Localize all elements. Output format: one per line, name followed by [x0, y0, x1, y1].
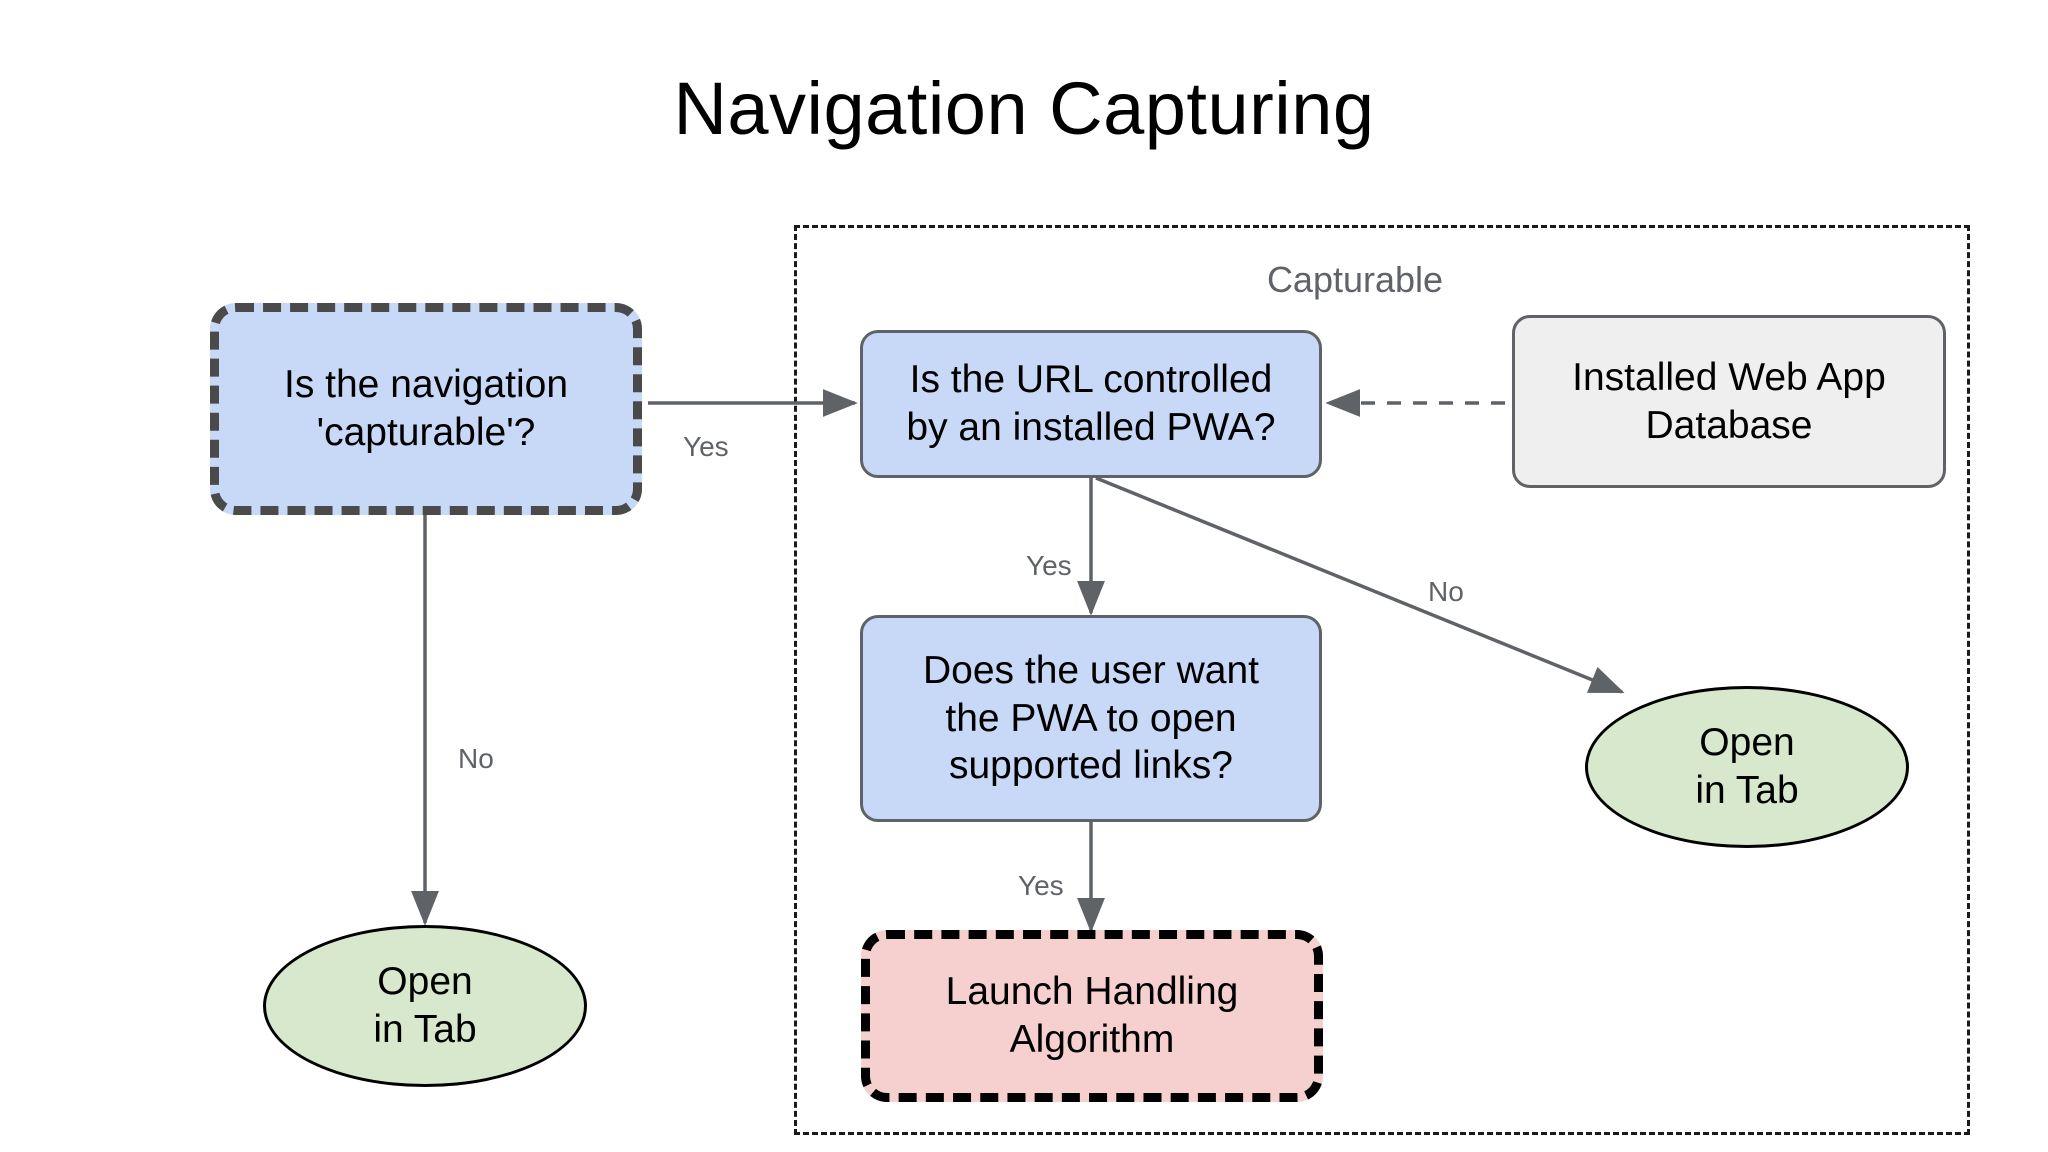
edge-label-capturable-no: No	[458, 743, 494, 774]
edge-label-capturable-yes: Yes	[683, 431, 729, 462]
edge-label-user-wants-yes: Yes	[1018, 870, 1064, 901]
node-installed-web-app-database-label: Installed Web App Database	[1572, 355, 1886, 447]
node-launch-handling-algorithm[interactable]: Launch Handling Algorithm	[861, 930, 1323, 1102]
capturable-group-container	[794, 225, 1970, 1135]
capturable-group-label: Capturable	[1266, 259, 1444, 300]
node-is-url-controlled-by-pwa[interactable]: Is the URL controlled by an installed PW…	[860, 330, 1322, 478]
node-is-url-controlled-by-pwa-label: Is the URL controlled by an installed PW…	[906, 358, 1276, 449]
node-is-navigation-capturable[interactable]: Is the navigation 'capturable'?	[210, 303, 642, 515]
edge-label-url-yes: Yes	[1026, 550, 1072, 581]
node-launch-handling-algorithm-label: Launch Handling Algorithm	[945, 970, 1239, 1061]
node-open-in-tab-right[interactable]: Open in Tab	[1585, 686, 1909, 848]
node-open-in-tab-right-label: Open in Tab	[1695, 721, 1799, 812]
node-is-navigation-capturable-label: Is the navigation 'capturable'?	[283, 363, 569, 454]
node-does-user-want-pwa-open-links-label: Does the user want the PWA to open suppo…	[922, 649, 1259, 788]
node-does-user-want-pwa-open-links[interactable]: Does the user want the PWA to open suppo…	[860, 615, 1322, 822]
node-open-in-tab-left[interactable]: Open in Tab	[263, 925, 587, 1087]
node-open-in-tab-left-label: Open in Tab	[373, 960, 477, 1051]
page-title: Navigation Capturing	[673, 67, 1375, 150]
node-installed-web-app-database[interactable]: Installed Web App Database	[1512, 315, 1946, 488]
edge-label-url-no: No	[1428, 576, 1464, 607]
